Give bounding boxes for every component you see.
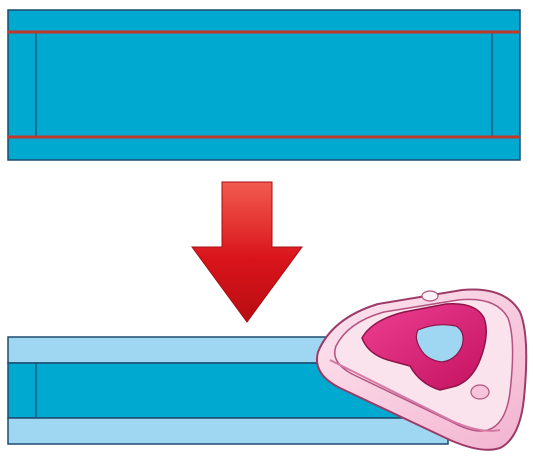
iron-knob: [422, 291, 438, 301]
bottom-fold-flap: [8, 418, 448, 444]
red-down-arrow-icon: [192, 182, 302, 322]
fabric-before: [8, 10, 520, 160]
iron-dial: [471, 385, 489, 399]
